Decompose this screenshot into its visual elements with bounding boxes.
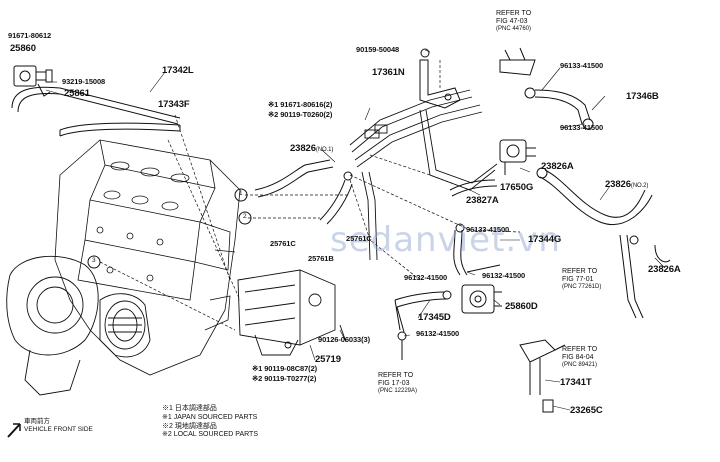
part-90159-50048[interactable]: 90159-50048 [356, 45, 400, 54]
part-17346B[interactable]: 17346B [626, 91, 659, 102]
part-90119-08c87[interactable]: ※1 90119-08C87(2) [252, 364, 318, 373]
label-leaders [45, 49, 666, 411]
part-91671-80616[interactable]: ※1 91671-80616(2) [268, 100, 333, 109]
part-17342L[interactable]: 17342L [162, 65, 194, 76]
legend-line-3: ※2 現地調達部品 [162, 422, 217, 430]
refer-fig-17-line3: (PNC 12229A) [378, 388, 418, 395]
refer-fig-47-03[interactable]: REFER TO FIG 47-03 (PNC 44760) [496, 10, 531, 33]
valve-25860D [461, 284, 502, 314]
hose-23826-no2 [536, 167, 653, 225]
hose-17346B [499, 47, 594, 130]
callout-circles [87, 188, 252, 269]
part-90126-06033[interactable]: 90126-06033(3) [318, 335, 370, 344]
bracket-25719 [237, 269, 347, 356]
part-23826A-b[interactable]: 23826A [648, 264, 681, 275]
part-23827A[interactable]: 23827A [466, 195, 499, 206]
part-23826-no1[interactable]: 23826(NO.1) [290, 144, 333, 154]
part-25860[interactable]: 25860 [10, 43, 36, 54]
refer-fig-77-line2: FIG 77-01 [562, 276, 594, 284]
part-25861[interactable]: 25861 [64, 88, 90, 99]
part-17343F[interactable]: 17343F [158, 99, 190, 110]
refer-fig-17-line2: FIG 17-03 [378, 380, 410, 388]
part-93219-15008[interactable]: 93219-15008 [62, 77, 106, 86]
hose-23826-no1 [254, 159, 353, 225]
part-23265C[interactable]: 23265C [570, 405, 603, 416]
refer-fig-47-line3: (PNC 44760) [496, 26, 532, 33]
part-23826-no2-number: 23826 [605, 179, 631, 190]
vehicle-front-en: VEHICLE FRONT SIDE [24, 425, 93, 433]
part-23826A-a[interactable]: 23826A [541, 161, 574, 172]
part-25719[interactable]: 25719 [315, 354, 341, 365]
turbo-housing [6, 255, 151, 396]
part-96132-41500-c[interactable]: 96132-41500 [416, 329, 460, 338]
hose-23827A [449, 179, 498, 197]
part-96133-41500-a[interactable]: 96133-41500 [560, 61, 604, 70]
refer-fig-84-line2: FIG 84-04 [562, 354, 594, 362]
part-96133-41500-c[interactable]: 96133-41500 [466, 225, 510, 234]
refer-fig-17-03[interactable]: REFER TO FIG 17-03 (PNC 12229A) [378, 372, 417, 395]
part-23826-no2-suffix: (NO.2) [630, 183, 649, 189]
legend-line-1: ※1 日本調達部品 [162, 405, 217, 412]
refer-fig-84-04[interactable]: REFER TO FIG 84-04 (PNC 89421) [562, 346, 597, 369]
part-96133-41500-b[interactable]: 96133-41500 [560, 123, 604, 132]
refer-fig-77-line1: REFER TO [562, 268, 598, 275]
part-25761B[interactable]: 25761B [308, 254, 334, 263]
leader-lines [99, 60, 521, 331]
hose-17344G [453, 223, 501, 276]
refer-fig-77-01[interactable]: REFER TO FIG 77-01 (PNC 77261D) [562, 268, 601, 291]
vehicle-front-label: 車両前方 VEHICLE FRONT SIDE [24, 418, 93, 434]
front-arrow-icon [7, 423, 21, 438]
refer-fig-77-line3: (PNC 77261D) [562, 284, 602, 291]
sourcing-legend: ※1 日本調達部品 ※1 JAPAN SOURCED PARTS ※2 現地調達… [162, 405, 258, 440]
part-23826-no1-number: 23826 [290, 143, 316, 154]
part-23826-no1-suffix: (NO.1) [315, 147, 334, 153]
bracket-17361N [419, 48, 461, 109]
refer-fig-84-line1: REFER TO [562, 346, 598, 353]
part-25761C-a[interactable]: 25761C [270, 239, 296, 248]
part-17361N[interactable]: 17361N [372, 67, 405, 78]
refer-fig-17-line1: REFER TO [378, 372, 414, 379]
part-90119-t0277[interactable]: ※2 90119-T0277(2) [252, 374, 317, 383]
part-17650G[interactable]: 17650G [500, 182, 534, 193]
legend-line-2: ※1 JAPAN SOURCED PARTS [162, 413, 258, 421]
hose-23826A-right [619, 234, 671, 319]
watermark: sedanviet.vn [330, 220, 561, 260]
part-90119-t0260[interactable]: ※2 90119-T0260(2) [268, 110, 333, 119]
part-17341T[interactable]: 17341T [560, 377, 592, 388]
part-25761C-b[interactable]: 25761C [346, 234, 372, 243]
assembly-17341T [519, 339, 566, 413]
part-17344G[interactable]: 17344G [528, 234, 562, 245]
hose-17342L [11, 86, 181, 137]
legend-line-4: ※2 LOCAL SOURCED PARTS [162, 431, 258, 439]
part-91671-80612[interactable]: 91671-80612 [8, 31, 52, 40]
refer-fig-47-line2: FIG 47-03 [496, 18, 528, 26]
part-96132-41500-a[interactable]: 96132-41500 [404, 273, 448, 282]
part-25860D[interactable]: 25860D [505, 301, 538, 312]
callout-3: 3 [92, 257, 96, 264]
part-96132-41500-b[interactable]: 96132-41500 [482, 271, 526, 280]
engine-block [54, 139, 241, 376]
valve-25860 [13, 65, 53, 97]
vehicle-front-jp: 車両前方 [24, 418, 50, 425]
callout-1: 1 [239, 190, 243, 197]
part-23826-no2[interactable]: 23826(NO.2) [605, 180, 648, 190]
refer-fig-47-line1: REFER TO [496, 10, 532, 17]
refer-fig-84-line3: (PNC 89421) [562, 362, 598, 369]
hose-17345D [394, 290, 452, 360]
callout-2: 2 [243, 213, 247, 220]
valve-17650G [499, 139, 536, 175]
part-17345D[interactable]: 17345D [418, 312, 451, 323]
